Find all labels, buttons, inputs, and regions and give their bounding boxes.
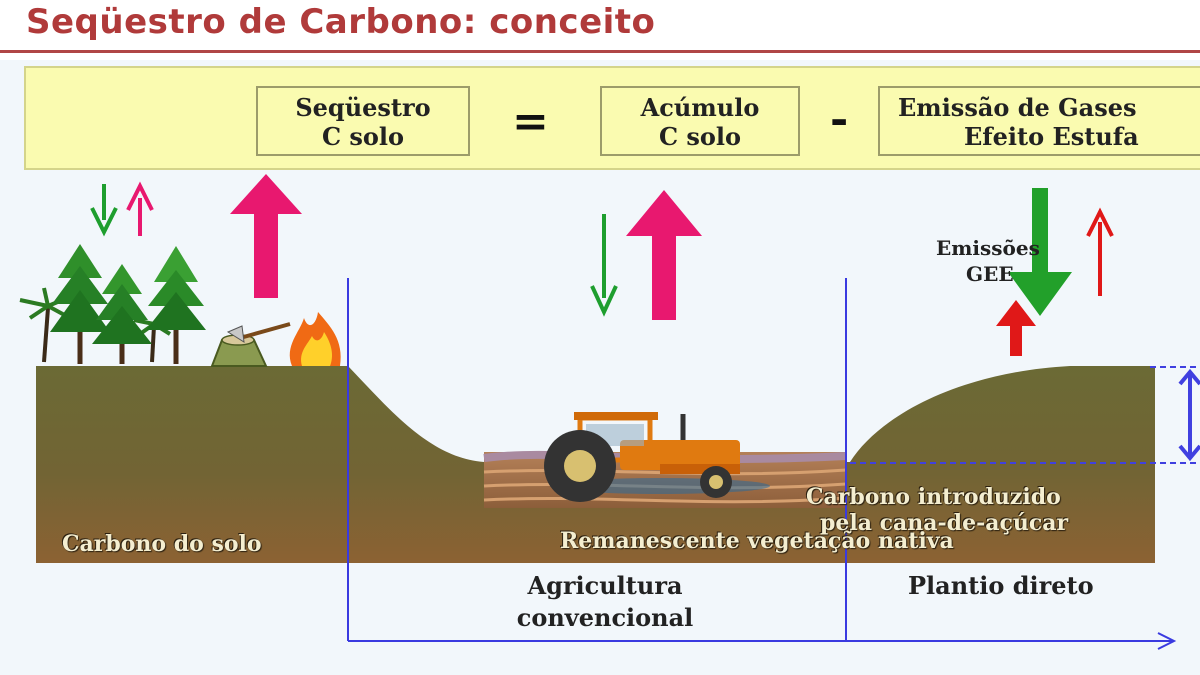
label-remnant-vegetation: Remanescente vegetação nativa xyxy=(560,528,954,554)
tractor-icon xyxy=(544,412,770,502)
equation-term-sequestro-line2: C solo xyxy=(321,122,405,151)
axe-stump-icon xyxy=(210,322,291,367)
accumulation-bracket xyxy=(1178,368,1200,462)
equals-sign: = xyxy=(512,96,549,147)
arrow-down-green-large xyxy=(1008,188,1072,316)
arrow-down-green-2 xyxy=(590,214,618,317)
stage-label-conventional: Agricultura convencional xyxy=(480,570,730,634)
time-axis xyxy=(347,278,1177,650)
tree-icon xyxy=(92,264,152,364)
fire-icon xyxy=(289,312,341,366)
stage-label-conventional-line2: convencional xyxy=(516,603,694,632)
label-sugarcane: pela cana-de-açúcar xyxy=(820,510,1069,536)
stage-label-conventional-line1: Agricultura xyxy=(527,571,683,600)
arrow-up-red-2 xyxy=(996,300,1036,356)
equation-term-sequestro: Seqüestro C solo xyxy=(256,86,470,156)
tree-icon xyxy=(50,244,110,364)
stage-label-no-till: Plantio direto xyxy=(908,571,1094,600)
arrow-up-red-1 xyxy=(1086,207,1114,296)
equation-term-sequestro-line1: Seqüestro xyxy=(295,93,431,122)
equation-term-emissao-line1: Emissão de Gases xyxy=(898,93,1137,122)
title-divider xyxy=(0,50,1200,53)
arrow-up-pink-1 xyxy=(126,181,154,236)
page-title: Seqüestro de Carbono: conceito xyxy=(26,2,656,42)
arrow-up-pink-large-1 xyxy=(230,174,302,298)
label-soil-carbon: Carbono do solo xyxy=(62,531,262,557)
equation-term-emissao: Emissão de Gases Efeito Estufa xyxy=(878,86,1200,156)
minus-sign: - xyxy=(830,94,849,145)
equation-term-emissao-line2: Efeito Estufa xyxy=(964,122,1139,151)
tree-icon xyxy=(146,246,206,364)
label-emissoes: Emissões xyxy=(936,236,1040,260)
equation-banner xyxy=(24,66,1200,170)
label-gee: GEE xyxy=(966,262,1014,286)
equation-term-acumulo: Acúmulo C solo xyxy=(600,86,800,156)
equation-term-acumulo-line2: C solo xyxy=(658,122,742,151)
equation-term-acumulo-line1: Acúmulo xyxy=(640,93,760,122)
arrow-down-green-1 xyxy=(90,184,118,237)
arrow-up-pink-large-2 xyxy=(626,190,702,320)
label-introduced-carbon: Carbono introduzido xyxy=(806,484,1061,510)
